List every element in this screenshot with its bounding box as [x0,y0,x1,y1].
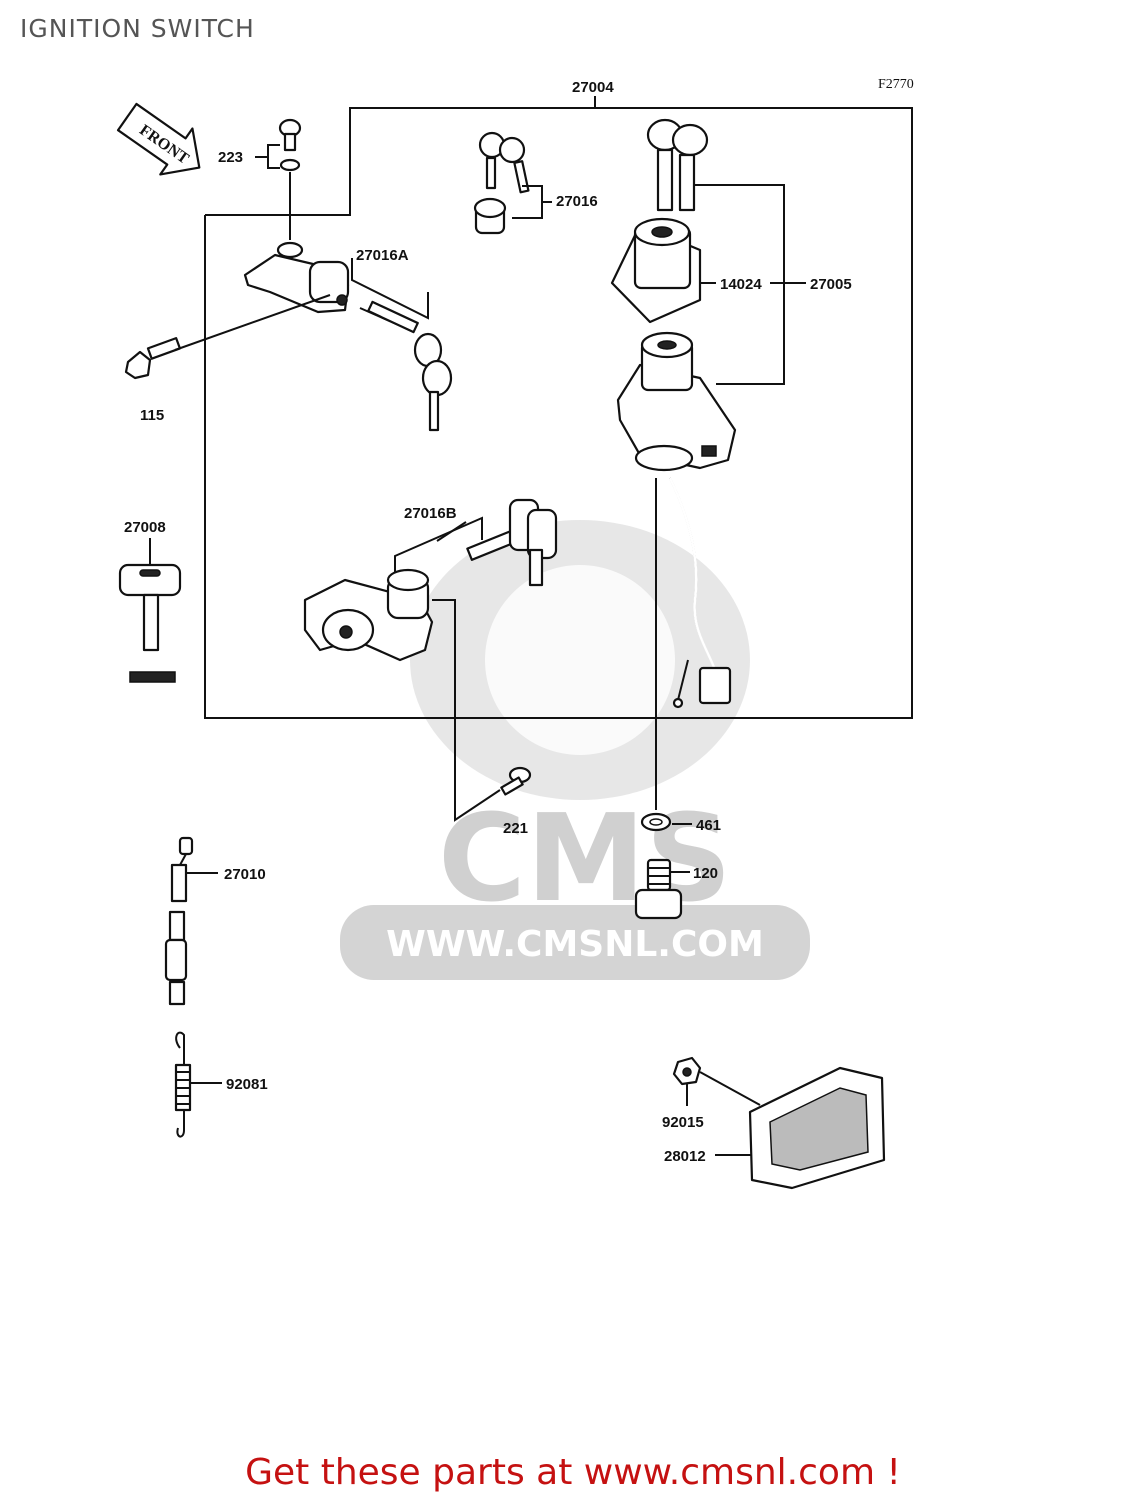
cta-link[interactable]: Get these parts at www.cmsnl.com ! [245,1452,901,1493]
bolt-115 [124,294,331,380]
page-title: IGNITION SWITCH [20,14,255,43]
bracket-27004 [204,96,913,719]
cable-27010 [164,836,218,1006]
seat-lock [303,568,501,822]
screw-221 [500,766,532,796]
part-label-115: 115 [140,407,164,424]
reflector-28012 [715,1066,886,1190]
part-label-221: 221 [503,820,528,837]
parts-diagram: CMS WWW.CMSNL.COM F2770 27004 FRONT 223 [116,77,914,1190]
part-label-27005: 27005 [810,276,852,293]
part-label-27016B: 27016B [404,505,457,522]
part-label-92015: 92015 [662,1114,704,1131]
part-label-120: 120 [693,865,718,882]
keys-27016 [473,131,552,235]
clip-461 [640,812,692,832]
keys-27016B [394,498,558,587]
helmet-lock-bracket [243,241,350,314]
ignition-switch-housing [616,331,737,472]
part-label-28012: 28012 [664,1148,706,1165]
part-label-223: 223 [218,149,243,166]
part-label-27010: 27010 [224,866,266,883]
part-label-14024: 14024 [720,276,762,293]
part-label-27004: 27004 [572,79,614,96]
wire-harness [655,477,732,810]
front-arrow-icon: FRONT [116,102,201,176]
ignition-keys [646,118,785,385]
cms-watermark: CMS WWW.CMSNL.COM [340,520,810,980]
screw-223 [255,118,302,240]
part-label-461: 461 [696,817,721,834]
part-label-27008: 27008 [124,519,166,536]
figure-code: F2770 [878,77,914,92]
key-blank-27008 [118,538,182,683]
knob-120 [634,858,690,920]
part-label-27016: 27016 [556,193,598,210]
lock-cylinder-14024 [610,217,784,324]
keys-27016A [351,258,453,432]
spring-92081 [174,1031,222,1138]
part-label-92081: 92081 [226,1076,268,1093]
part-label-27016A: 27016A [356,247,409,264]
watermark-url-text: WWW.CMSNL.COM [386,924,764,965]
nut-92015 [672,1056,761,1106]
